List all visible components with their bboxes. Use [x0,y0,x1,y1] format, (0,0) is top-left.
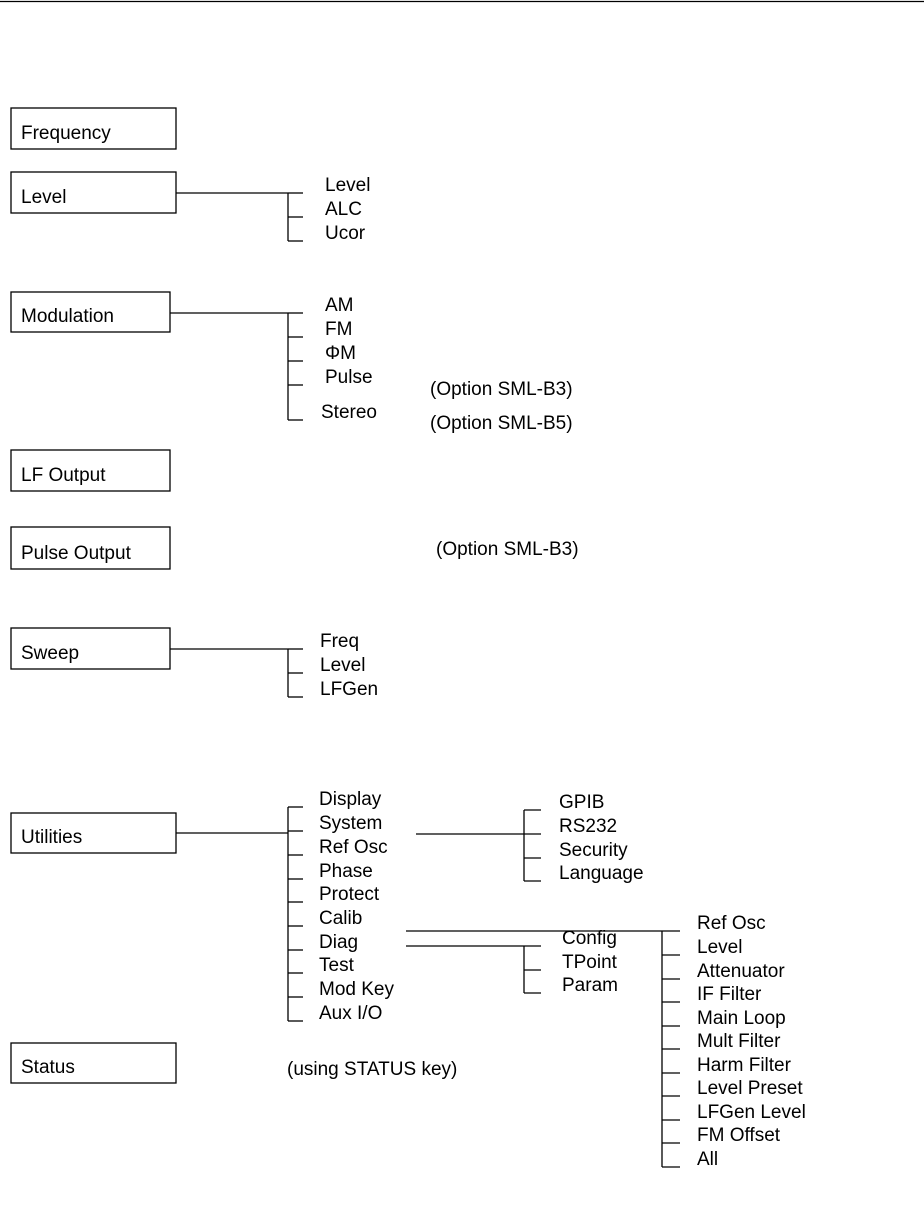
level-item: Ucor [325,223,366,244]
level-item: ALC [325,199,362,220]
utilities-item: Ref Osc [319,837,388,858]
system-item: Language [559,863,644,884]
frequency-label: Frequency [21,123,111,144]
lf-output-box [10,449,171,492]
utilities-item: Test [319,955,355,976]
status-label: Status [21,1057,75,1078]
calib-item: Attenuator [697,961,785,982]
pulse-output-label: Pulse Output [21,543,132,564]
calib-item: All [697,1149,718,1170]
option-note: (Option SML-B3) [436,539,579,560]
option-note: (Option SML-B3) [430,379,573,400]
utilities-label: Utilities [21,827,82,848]
status-note: (using STATUS key) [287,1059,457,1080]
diag-item: Param [562,975,618,996]
option-note: (Option SML-B5) [430,413,573,434]
pulse-output-box [10,526,171,570]
utilities-item: Calib [319,908,362,929]
sweep-label: Sweep [21,643,79,664]
calib-item: Main Loop [697,1008,786,1029]
calib-item: Ref Osc [697,913,766,934]
modulation-label: Modulation [21,306,114,327]
frequency-box [10,107,177,150]
system-item: RS232 [559,816,617,837]
sweep-item: Freq [320,631,359,652]
level-item: Level [325,175,370,196]
sweep-item: Level [320,655,365,676]
modulation-item: Pulse [325,367,373,388]
calib-item: Mult Filter [697,1031,781,1052]
calib-item: IF Filter [697,984,762,1005]
level-label: Level [21,187,66,208]
modulation-box [10,291,171,333]
utilities-item: Aux I/O [319,1003,382,1024]
utilities-item: Diag [319,932,358,953]
utilities-item: System [319,813,382,834]
modulation-item: Stereo [321,402,377,423]
sweep-box [10,627,171,670]
diag-item: TPoint [562,952,618,973]
utilities-item: Phase [319,861,373,882]
system-item: GPIB [559,792,604,813]
modulation-item: FM [325,319,352,340]
modulation-item: ΦM [325,343,356,364]
utilities-item: Display [319,789,382,810]
diag-item: Config [562,928,617,949]
calib-item: FM Offset [697,1125,781,1146]
utilities-item: Mod Key [319,979,394,1000]
calib-item: Level Preset [697,1078,803,1099]
lf-output-label: LF Output [21,465,106,486]
calib-item: Level [697,937,742,958]
system-item: Security [559,840,628,861]
calib-item: Harm Filter [697,1055,792,1076]
status-box [10,1042,177,1084]
calib-item: LFGen Level [697,1102,806,1123]
level-box [10,171,177,214]
sweep-item: LFGen [320,679,378,700]
utilities-item: Protect [319,884,380,905]
modulation-item: AM [325,295,354,316]
